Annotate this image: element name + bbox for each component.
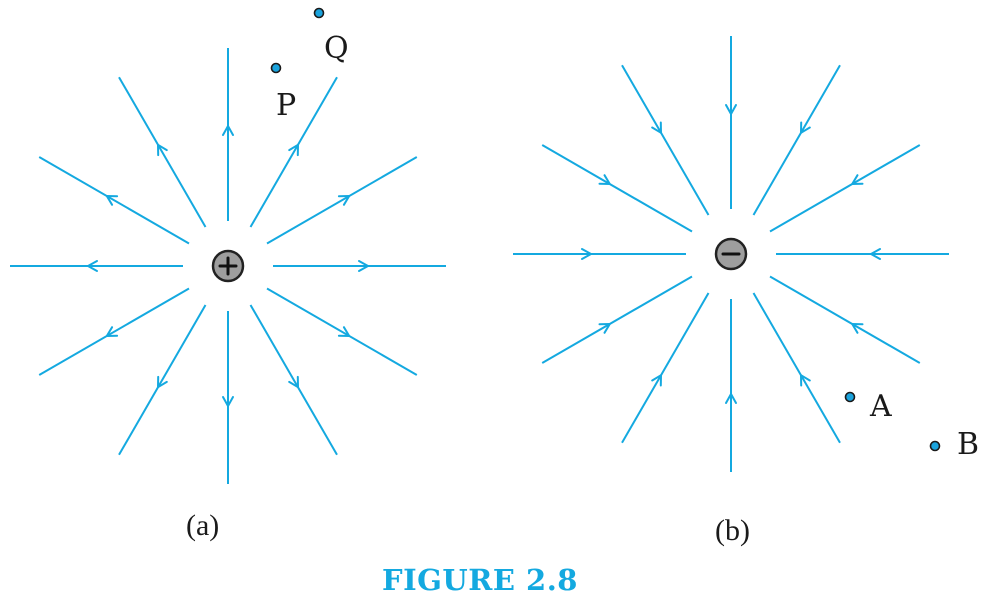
panel-b-label: (b) — [715, 514, 750, 547]
point-p-label: P — [276, 88, 296, 123]
arrow-icon — [800, 121, 811, 134]
point-a-dot — [844, 391, 856, 403]
arrow-icon — [851, 174, 864, 185]
arrow-icon — [337, 326, 351, 337]
point-a-label: A — [869, 389, 892, 424]
arrow-icon — [288, 375, 299, 389]
point-q-label: Q — [324, 31, 349, 66]
arrow-icon — [87, 260, 98, 272]
field-line — [249, 304, 338, 456]
arrow-icon — [725, 104, 737, 115]
field-line — [266, 156, 418, 245]
field-line — [541, 144, 693, 233]
figure-title: FIGURE 2.8 — [382, 563, 578, 597]
point-b-dot — [929, 440, 941, 452]
field-line — [621, 64, 710, 216]
panel-a: P Q (a) — [10, 7, 446, 542]
field-lines-a — [10, 48, 446, 484]
arrow-icon — [157, 375, 168, 389]
arrow-icon — [222, 125, 234, 136]
arrow-icon — [598, 174, 611, 185]
arrow-icon — [651, 374, 662, 387]
arrow-icon — [337, 195, 351, 206]
arrow-icon — [725, 393, 737, 404]
arrow-icon — [651, 121, 662, 134]
field-lines-b — [513, 36, 949, 472]
arrow-icon — [288, 143, 299, 157]
arrow-icon — [157, 143, 168, 157]
point-b-label: B — [957, 427, 979, 462]
field-line — [769, 144, 921, 233]
arrow-icon — [105, 326, 119, 337]
positive-charge — [211, 249, 245, 283]
arrow-icon — [870, 248, 881, 260]
arrow-icon — [851, 323, 864, 334]
arrow-icon — [358, 260, 369, 272]
point-p-dot — [270, 62, 282, 74]
field-line — [249, 76, 338, 228]
panel-a-label: (a) — [186, 509, 219, 542]
field-line — [752, 64, 841, 216]
negative-charge — [714, 237, 748, 271]
arrow-icon — [800, 374, 811, 387]
arrow-icon — [581, 248, 592, 260]
field-line — [118, 304, 207, 456]
arrow-icon — [105, 195, 119, 206]
field-line — [769, 275, 921, 364]
arrow-icon — [222, 396, 234, 407]
point-q-dot — [313, 7, 325, 19]
arrow-icon — [598, 323, 611, 334]
field-line — [752, 292, 841, 444]
field-line — [621, 292, 710, 444]
panel-b: A B (b) — [513, 36, 979, 547]
field-line — [541, 275, 693, 364]
field-line — [118, 76, 207, 228]
field-line — [266, 287, 418, 376]
field-line — [38, 156, 190, 245]
field-line — [38, 287, 190, 376]
